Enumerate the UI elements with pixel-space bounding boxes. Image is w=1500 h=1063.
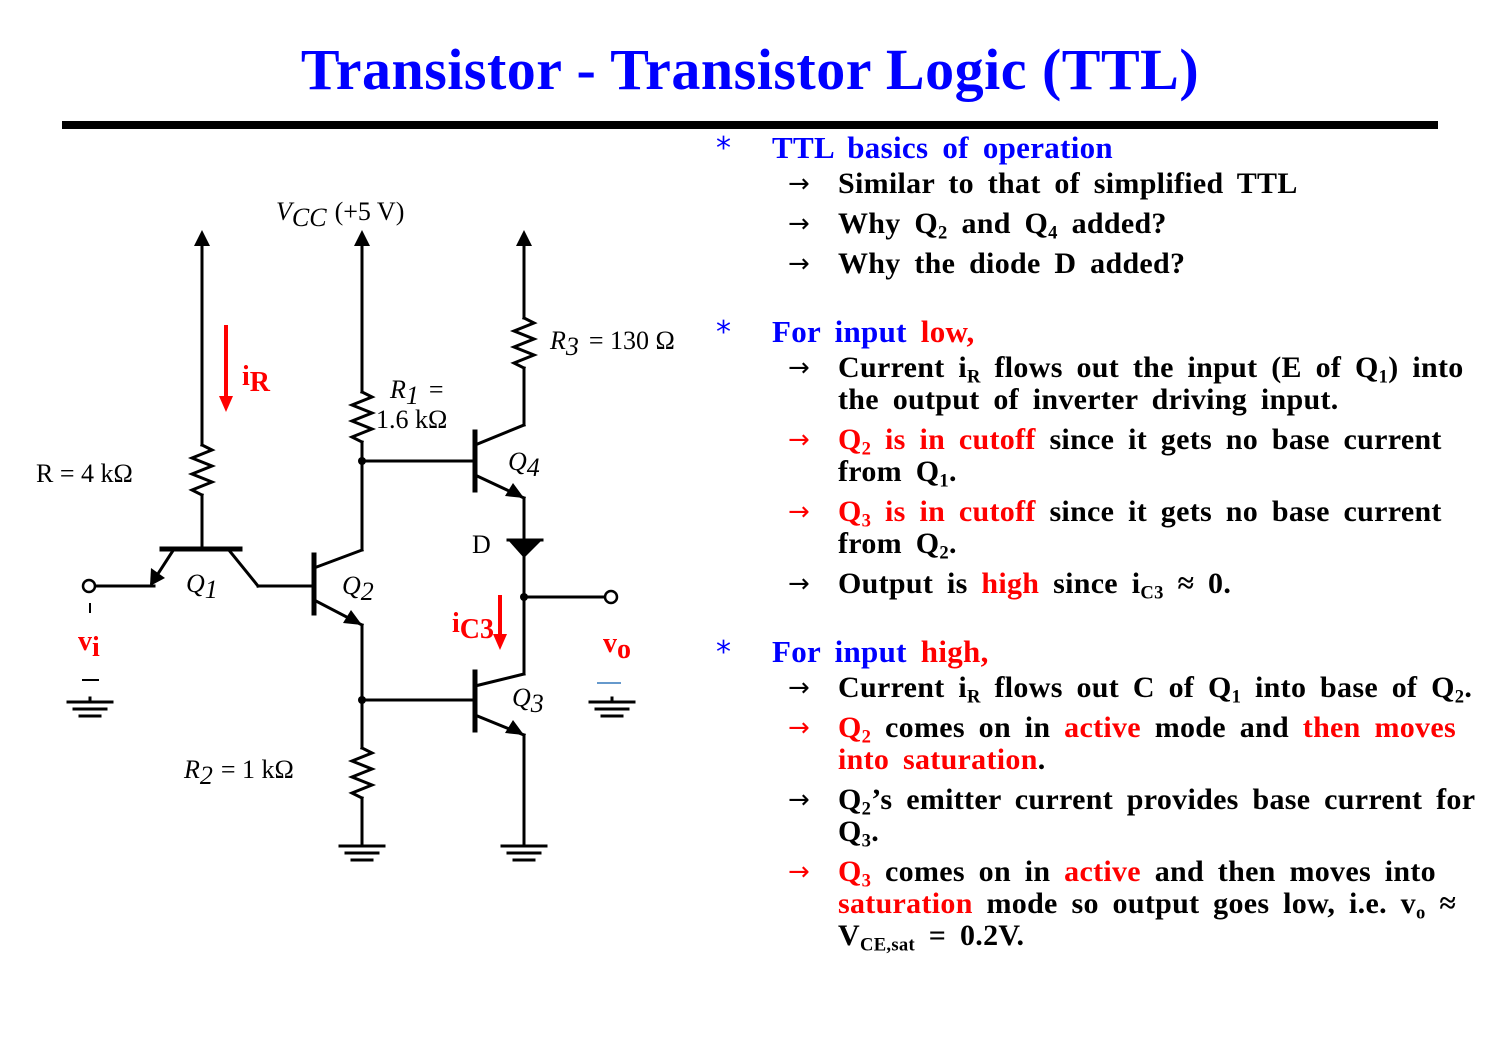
q1-label: Q1 [186,569,218,604]
q2-emitter-arrow [343,610,362,625]
q4-collector [473,423,526,447]
arrow-icon: → [788,249,810,279]
resistor-r1-symbol [347,389,377,445]
q4-emitter-arrow [505,483,524,498]
q3-collector [473,672,526,688]
vi-label: vi [78,626,100,663]
list-item: → Q3 is in cutoff since it gets no base … [700,496,1490,563]
vcc-label: VCC(+5 V) [276,197,404,232]
q1-collector [225,546,261,589]
output-terminal [603,589,619,605]
resistor-r-symbol [187,442,217,498]
section-heading: For input high, [772,634,989,669]
resistor-r3-symbol [509,315,539,371]
diode-label: D [472,530,491,559]
arrow-icon: → [788,673,810,703]
bullet-star: * [716,635,731,670]
diode-triangle [508,540,542,558]
q3-label: Q3 [512,683,544,718]
page-title: Transistor - Transistor Logic (TTL) [300,37,1200,102]
list-item: → Why the diode D added? [700,248,1490,280]
arrow-icon: → [788,425,810,455]
vcc-arrow-center [354,230,370,246]
ic3-label: iC3 [452,608,494,645]
resistor-r2-symbol [347,745,377,801]
section-heading: For input low, [772,314,975,349]
r1-value: 1.6 kΩ [376,405,447,434]
section-input-low: * For input low, → Current iR flows out … [700,312,1490,603]
arrow-icon: → [788,353,810,383]
list-item: → Output is high since iC3 ≈ 0. [700,568,1490,603]
list-item: → Why Q2 and Q4 added? [700,208,1490,243]
list-item: → Q2 comes on in active mode and then mo… [700,712,1490,776]
q3-emitter-arrow [505,720,524,735]
q2-collector [312,548,364,570]
section-heading: TTL basics of operation [772,130,1113,165]
arrow-icon: → [788,569,810,599]
q2-label: Q2 [342,571,374,606]
r1-label: R1= [389,375,444,410]
title-divider [62,121,1438,129]
list-item: → Current iR flows out C of Q1 into base… [700,672,1490,707]
q4-label: Q4 [508,447,540,482]
r2-label: R2= 1 kΩ [183,755,294,790]
list-item: → Current iR flows out the input (E of Q… [700,352,1490,416]
section-basics: * TTL basics of operation → Similar to t… [700,128,1490,280]
arrow-icon: → [788,785,810,815]
arrow-icon: → [788,497,810,527]
arrow-icon: → [788,209,810,239]
q1-emitter-arrow [150,568,165,586]
ir-label: iR [242,361,271,398]
ttl-circuit-diagram: VCC(+5 V) R = 4 kΩ R1= 1.6 kΩ R2= 1 kΩ R… [36,197,675,862]
bullet-star: * [716,315,731,350]
arrow-icon: → [788,857,810,887]
vo-label: vo [603,628,631,665]
input-terminal [81,578,97,594]
r-label: R = 4 kΩ [36,459,133,488]
r3-label: R3= 130 Ω [549,326,675,361]
arrow-icon: → [788,713,810,743]
vcc-arrow-right [516,230,532,246]
notes-panel: * TTL basics of operation → Similar to t… [700,128,1490,984]
list-item: → Q2’s emitter current provides base cur… [700,784,1490,851]
section-input-high: * For input high, → Current iR flows out… [700,632,1490,955]
bullet-star: * [716,131,731,166]
list-item: → Similar to that of simplified TTL [700,168,1490,200]
list-item: → Q2 is in cutoff since it gets no base … [700,424,1490,491]
arrow-icon: → [788,169,810,199]
list-item: → Q3 comes on in active and then moves i… [700,856,1490,955]
vcc-arrow-left [194,230,210,246]
